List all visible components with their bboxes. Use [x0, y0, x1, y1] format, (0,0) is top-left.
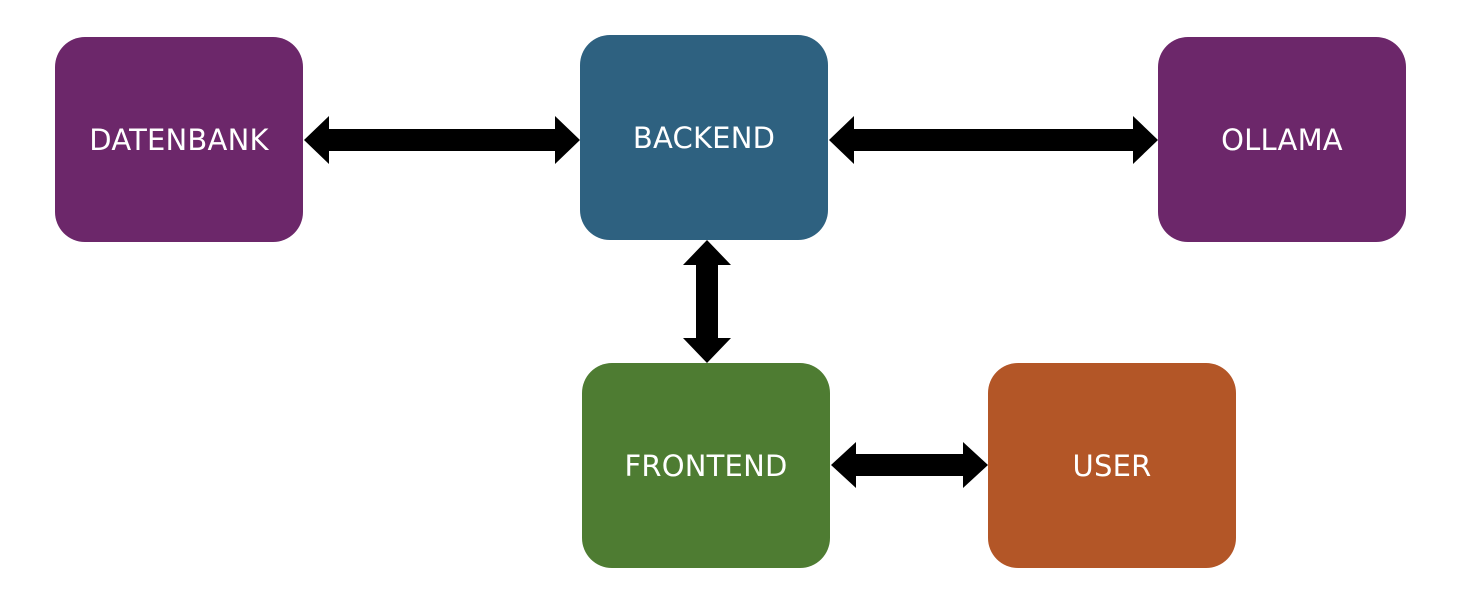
node-datenbank-label: DATENBANK	[89, 122, 269, 157]
node-user-label: USER	[1072, 448, 1152, 483]
arrow-backend-ollama	[829, 116, 1158, 164]
node-user: USER	[988, 363, 1236, 568]
arrow-frontend-user	[831, 442, 988, 488]
node-datenbank: DATENBANK	[55, 37, 303, 242]
arrow-backend-frontend	[683, 240, 731, 363]
node-ollama: OLLAMA	[1158, 37, 1406, 242]
node-backend-label: BACKEND	[632, 120, 776, 155]
node-ollama-label: OLLAMA	[1221, 122, 1343, 157]
node-frontend: FRONTEND	[582, 363, 830, 568]
node-backend: BACKEND	[580, 35, 828, 240]
arrow-datenbank-backend	[304, 116, 580, 164]
node-frontend-label: FRONTEND	[624, 448, 788, 483]
